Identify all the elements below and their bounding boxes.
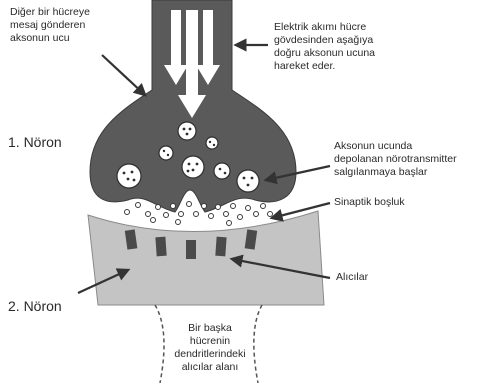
vesicle-3 — [159, 146, 173, 160]
receptor-3 — [186, 240, 196, 259]
receptor-4 — [215, 237, 226, 257]
pointer-sender-axon — [102, 55, 145, 95]
label-neuron-2: 2. Nöron — [8, 298, 62, 314]
vesicle-7 — [237, 170, 259, 192]
vesicle-2 — [206, 137, 218, 149]
label-receptors: Alıcılar — [336, 271, 368, 284]
label-electric-current: Elektrik akımı hücre gövdesinden aşağıya… — [274, 21, 375, 73]
neurotransmitter-dots — [125, 202, 273, 226]
vesicle-1 — [178, 122, 196, 140]
vesicle-5 — [214, 163, 230, 179]
label-neurotransmitter-release: Aksonun ucunda depolanan nörotransmitter… — [334, 140, 457, 179]
vesicle-6 — [117, 164, 141, 188]
label-dendrite-receptor-area: Bir başka hücrenin dendritlerindeki alıc… — [168, 322, 252, 374]
label-synaptic-gap: Sinaptik boşluk — [334, 196, 405, 209]
receptor-2 — [155, 237, 166, 257]
dendrite-body — [88, 211, 324, 305]
label-sender-axon-tip: Diğer bir hücreye mesaj gönderen aksonun… — [10, 6, 90, 45]
vesicle-4 — [182, 156, 204, 178]
label-neuron-1: 1. Nöron — [8, 134, 62, 150]
